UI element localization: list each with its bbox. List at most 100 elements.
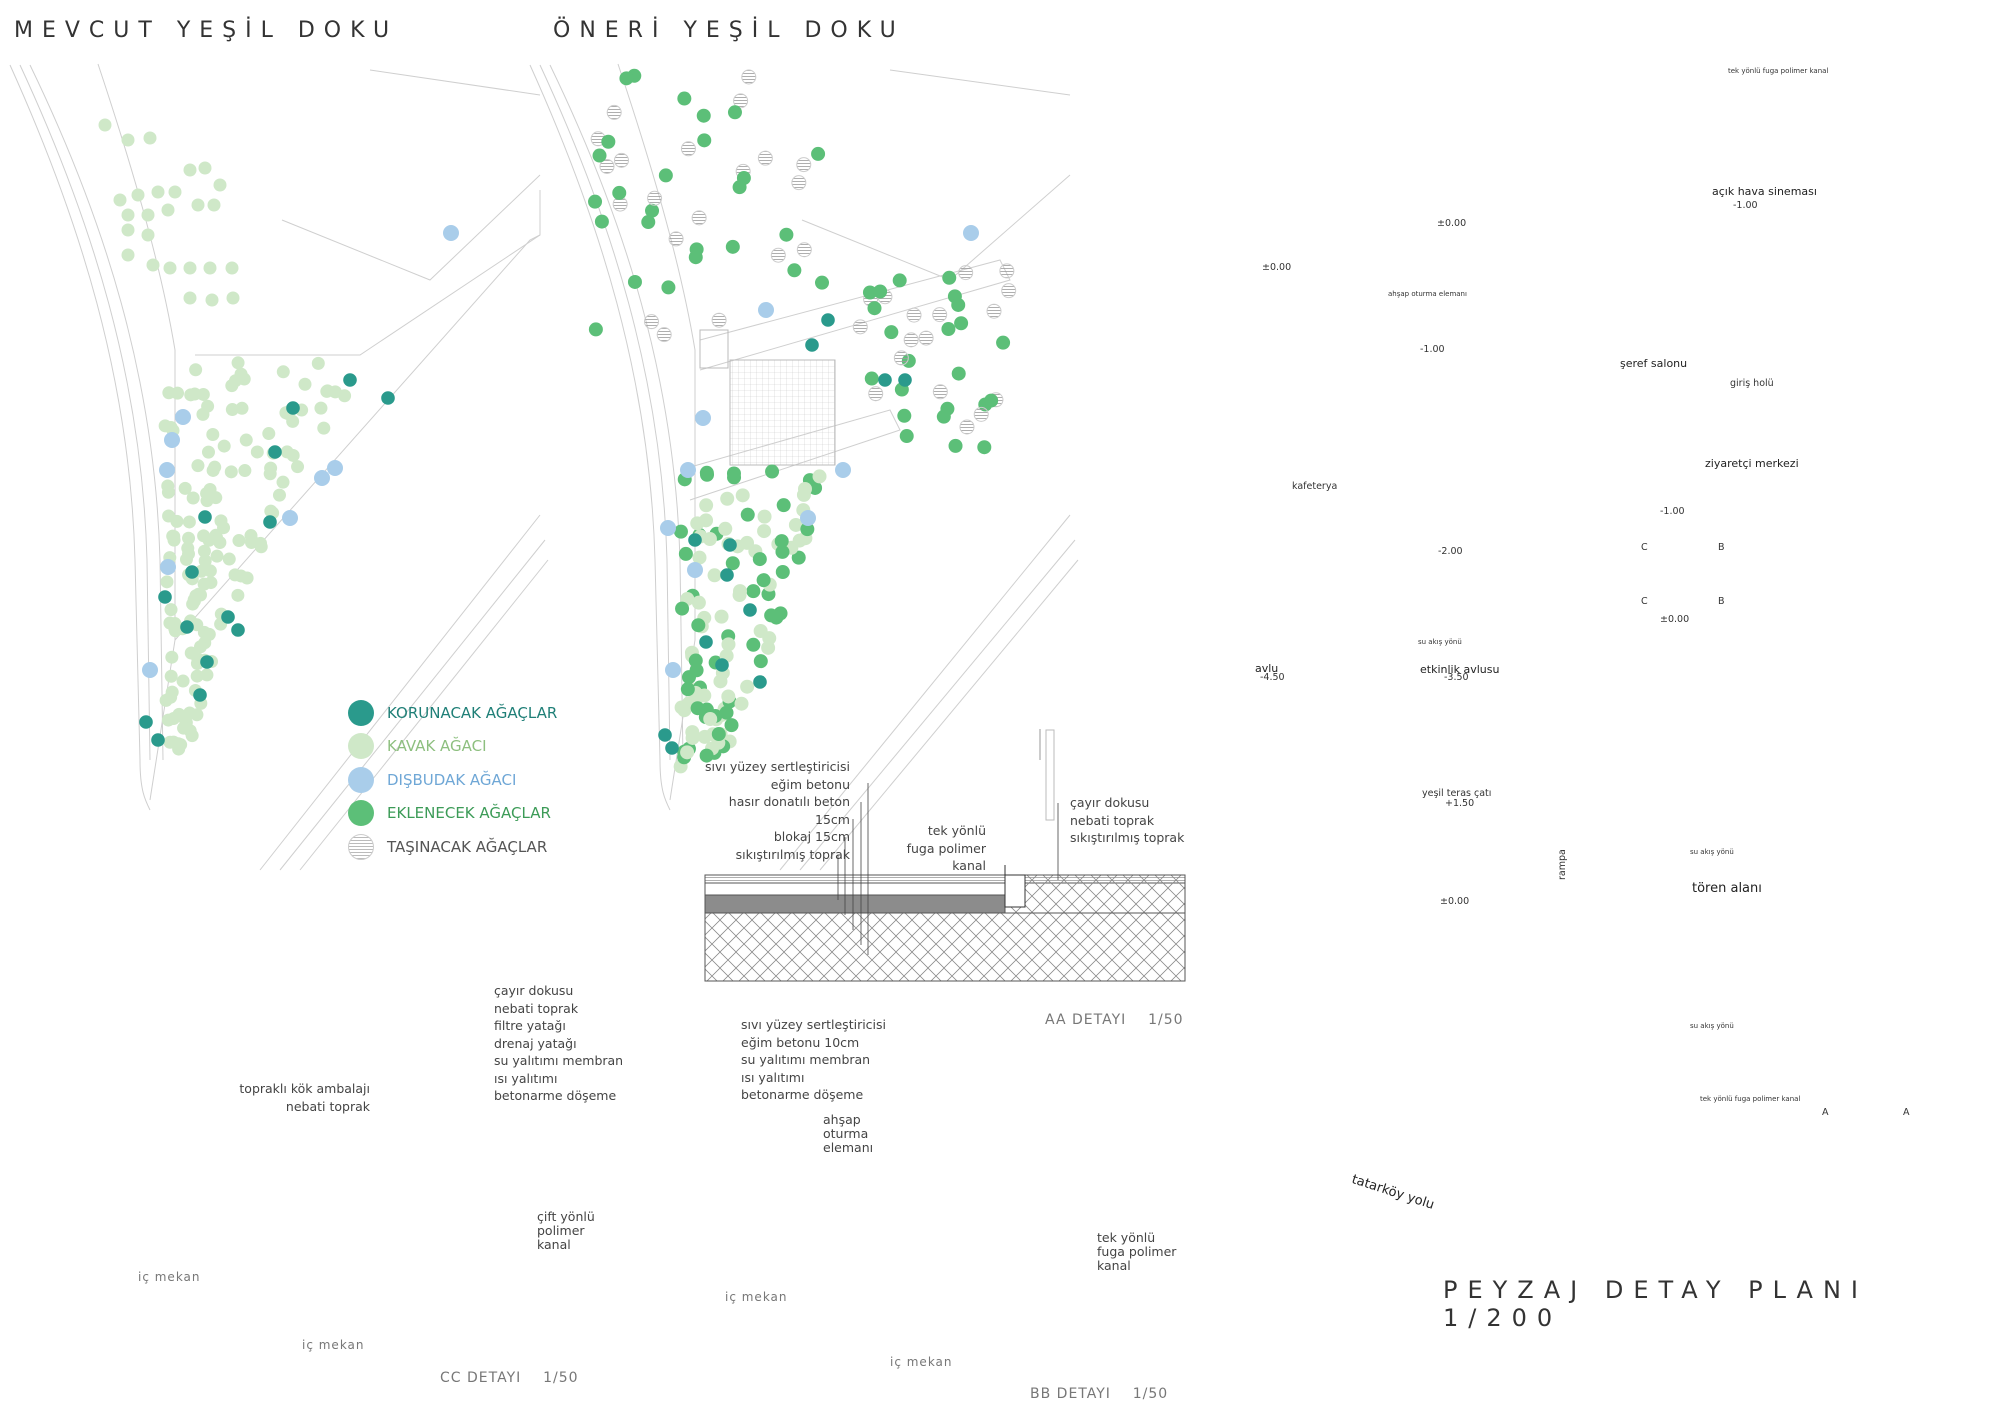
korunacak-tree	[193, 688, 207, 702]
korunacak-tree	[198, 510, 212, 524]
disbudak-tree	[314, 470, 330, 486]
legend-dot-korunacak	[348, 699, 374, 726]
disbudak-tree	[687, 562, 703, 578]
plan-section-C1: C	[1641, 542, 1648, 553]
kavak-tree	[311, 356, 325, 370]
plan-section-B1: B	[1718, 542, 1725, 553]
tasinacak-tree	[656, 327, 672, 343]
kavak-tree	[291, 460, 305, 474]
disbudak-tree	[800, 510, 816, 526]
eklenecek-tree	[852, 319, 868, 335]
oneri-tree	[703, 712, 718, 727]
plan-etkinlik: etkinlik avlusu	[1420, 663, 1500, 676]
eklenecek-tree	[868, 386, 884, 402]
legend-item-korunacak: KORUNACAK AĞAÇLAR	[348, 696, 557, 730]
kavak-tree	[162, 509, 176, 523]
tasinacak-tree	[645, 203, 660, 218]
eklenecek-tree	[627, 274, 642, 289]
bb-layer-3: su yalıtımı membran	[741, 1052, 871, 1067]
tasinacak-tree	[741, 69, 757, 85]
kavak-tree	[168, 185, 182, 199]
oneri-tree	[734, 696, 749, 711]
eklenecek-tree	[984, 393, 999, 408]
tasinacak-tree	[606, 104, 622, 120]
oneri-tree	[757, 524, 772, 539]
kavak-tree	[141, 228, 155, 242]
eklenecek-tree	[959, 419, 975, 435]
disbudak-tree	[160, 559, 176, 575]
kavak-tree	[200, 668, 214, 682]
aa-layer-1: sıvı yüzey sertleştiricisi	[705, 759, 851, 774]
kavak-tree	[171, 386, 185, 400]
kavak-tree	[197, 529, 211, 543]
kavak-tree	[121, 223, 135, 237]
kavak-tree	[177, 721, 191, 735]
oneri-plaza-kiosk	[699, 329, 729, 369]
bb-title: BB DETAYI 1/50	[1030, 1386, 1168, 1402]
kavak-tree	[165, 650, 179, 664]
eklenecek-tree	[936, 409, 951, 424]
eklenecek-tree	[948, 438, 963, 453]
eklenecek-tree	[594, 214, 609, 229]
aa-layer-4: blokaj 15cm	[773, 829, 850, 844]
kavak-tree	[225, 403, 239, 417]
bb-layer-4: ısı yalıtımı	[741, 1069, 805, 1085]
kavak-tree	[245, 533, 259, 547]
legend-item-disbudak: DIŞBUDAK AĞACI	[348, 763, 557, 797]
kavak-tree	[121, 248, 135, 262]
kavak-tree	[210, 549, 224, 563]
legend-item-eklenecek: EKLENECEK AĞAÇLAR	[348, 797, 557, 831]
plan-acik-hava: açık hava sineması	[1712, 185, 1817, 198]
oneri-tree	[725, 556, 740, 571]
aa-layer-3: hasır donatılı beton 15cm	[728, 794, 850, 827]
bb-layer-5: betonarme döşeme	[741, 1087, 864, 1102]
oneri-tree	[740, 535, 755, 550]
korunacak-tree	[665, 741, 679, 755]
korunacak-tree	[381, 391, 395, 405]
kavak-tree	[207, 198, 221, 212]
disbudak-tree	[665, 662, 681, 678]
oneri-tree	[680, 682, 695, 697]
korunacak-tree	[699, 635, 713, 649]
kavak-tree	[272, 488, 286, 502]
oneri-tree	[699, 465, 714, 480]
korunacak-tree	[200, 655, 214, 669]
disbudak-tree	[835, 462, 851, 478]
kavak-tree	[276, 475, 290, 489]
eklenecek-tree	[599, 158, 615, 174]
kavak-tree	[161, 713, 175, 727]
kavak-tree	[191, 459, 205, 473]
kavak-tree	[141, 208, 155, 222]
oneri-tree	[697, 729, 712, 744]
kavak-tree	[183, 291, 197, 305]
eklenecek-tree	[644, 314, 660, 330]
kavak-tree	[176, 674, 190, 688]
eklenecek-tree	[864, 371, 879, 386]
eklenecek-tree	[986, 303, 1002, 319]
kavak-tree	[264, 504, 278, 518]
oneri-tree	[718, 521, 733, 536]
aa-title: AA DETAYI 1/50	[1045, 1012, 1184, 1028]
disbudak-tree	[327, 460, 343, 476]
kavak-tree	[164, 669, 178, 683]
plan-avlu: avlu	[1255, 662, 1279, 675]
oneri-trees	[588, 68, 1017, 774]
cc-title: CC DETAYI 1/50	[440, 1370, 579, 1386]
kavak-tree	[174, 738, 188, 752]
plan-giris: giriş holü	[1730, 378, 1774, 389]
kavak-tree	[264, 461, 278, 475]
oneri-tree	[775, 565, 790, 580]
korunacak-tree	[753, 675, 767, 689]
oneri-plaza	[729, 359, 836, 466]
cc-ic-mekan-1: iç mekan	[138, 1270, 201, 1284]
plan-kanal-2: tek yönlü fuga polimer kanal	[1700, 1095, 1801, 1103]
plan-ziyaretci: ziyaretçi merkezi	[1705, 457, 1799, 470]
tasinacak-tree	[697, 133, 712, 148]
kavak-tree	[158, 419, 172, 433]
plan-elev-11: +1.50	[1445, 798, 1475, 809]
tasinacak-tree	[725, 239, 740, 254]
oneri-tree	[791, 550, 806, 565]
oneri-tree	[800, 522, 815, 537]
plan-ahsap: ahşap oturma elemanı	[1388, 290, 1467, 298]
kavak-tree	[196, 387, 210, 401]
